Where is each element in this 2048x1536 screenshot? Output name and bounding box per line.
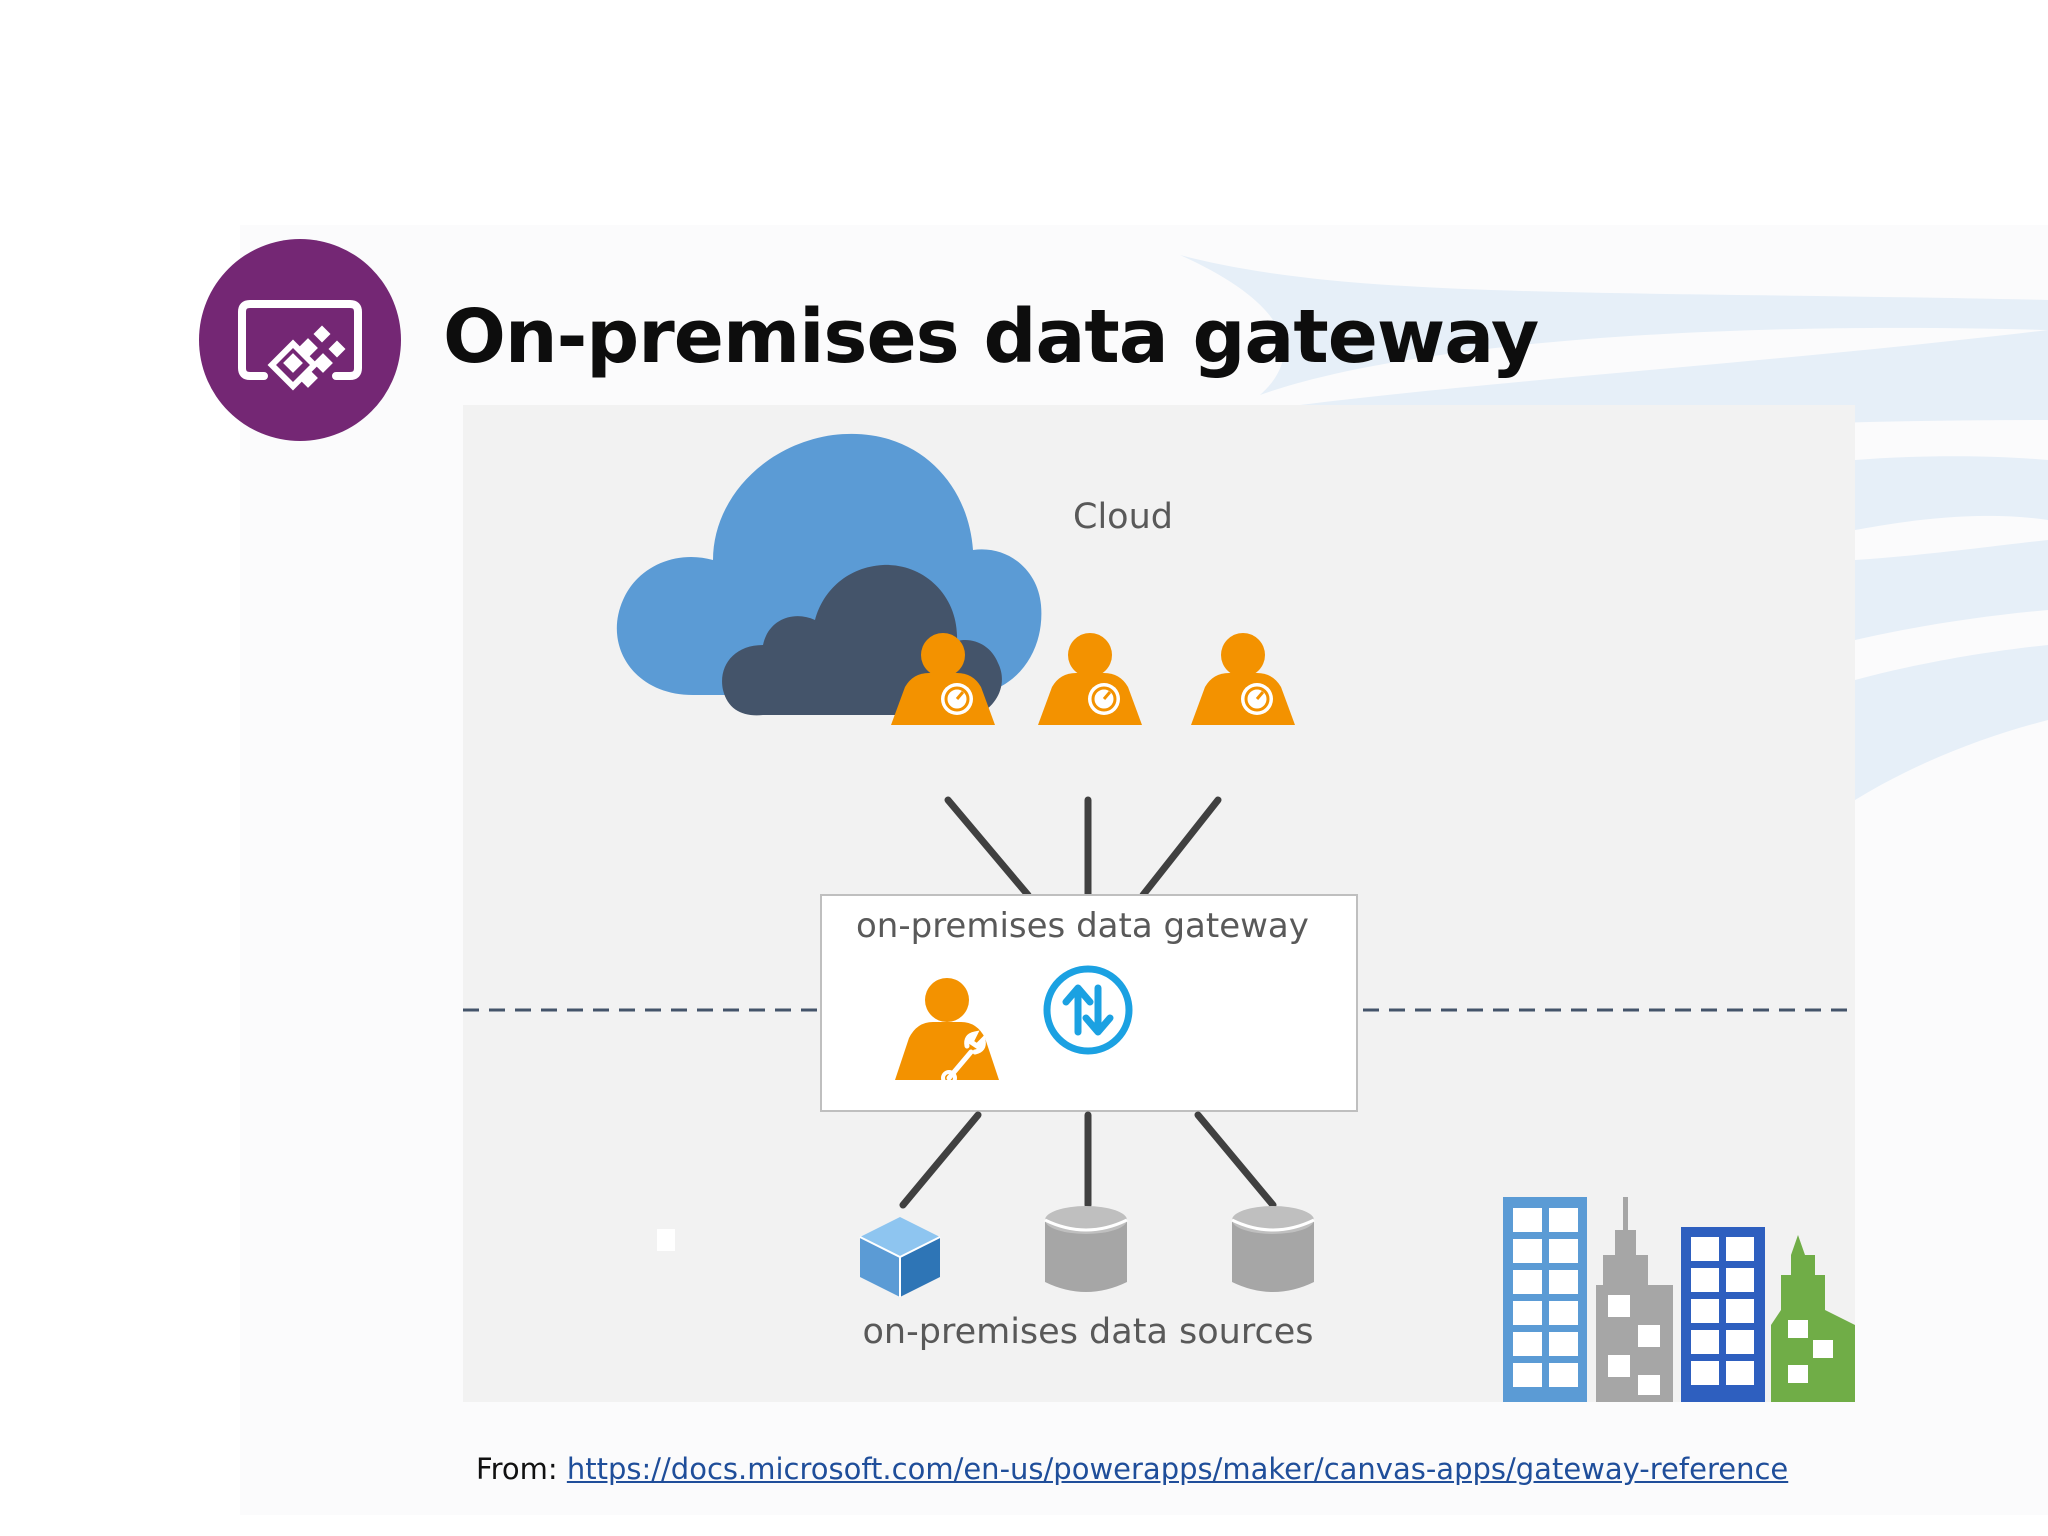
gateway-label: on-premises data gateway [856, 906, 1309, 946]
source-link[interactable]: https://docs.microsoft.com/en-us/powerap… [566, 1452, 1789, 1486]
database-icon [1231, 1206, 1315, 1292]
cloud-label: Cloud [1073, 497, 1173, 537]
source-citation: From: https://docs.microsoft.com/en-us/p… [476, 1452, 1788, 1486]
powerapps-icon [199, 239, 401, 441]
gateway-admin-icon [895, 978, 999, 1086]
source-prefix: From: [476, 1452, 558, 1486]
small-marker [657, 1229, 675, 1251]
cloud-connector-lines [944, 796, 1222, 899]
cube-icon [859, 1217, 941, 1297]
slide-title: On-premises data gateway [443, 294, 1539, 380]
city-buildings-icon [1503, 1197, 1855, 1402]
database-icon [1044, 1206, 1128, 1292]
sync-arrows-icon [1043, 965, 1133, 1055]
gateway-diagram: Cloud o [463, 405, 1855, 1402]
cloud-user-icon [1191, 633, 1295, 725]
source-connector-lines [899, 1111, 1277, 1209]
cloud-user-icon [891, 633, 995, 725]
cloud-user-icon [1038, 633, 1142, 725]
sources-label: on-premises data sources [863, 1312, 1314, 1352]
powerapps-logo [198, 238, 402, 442]
